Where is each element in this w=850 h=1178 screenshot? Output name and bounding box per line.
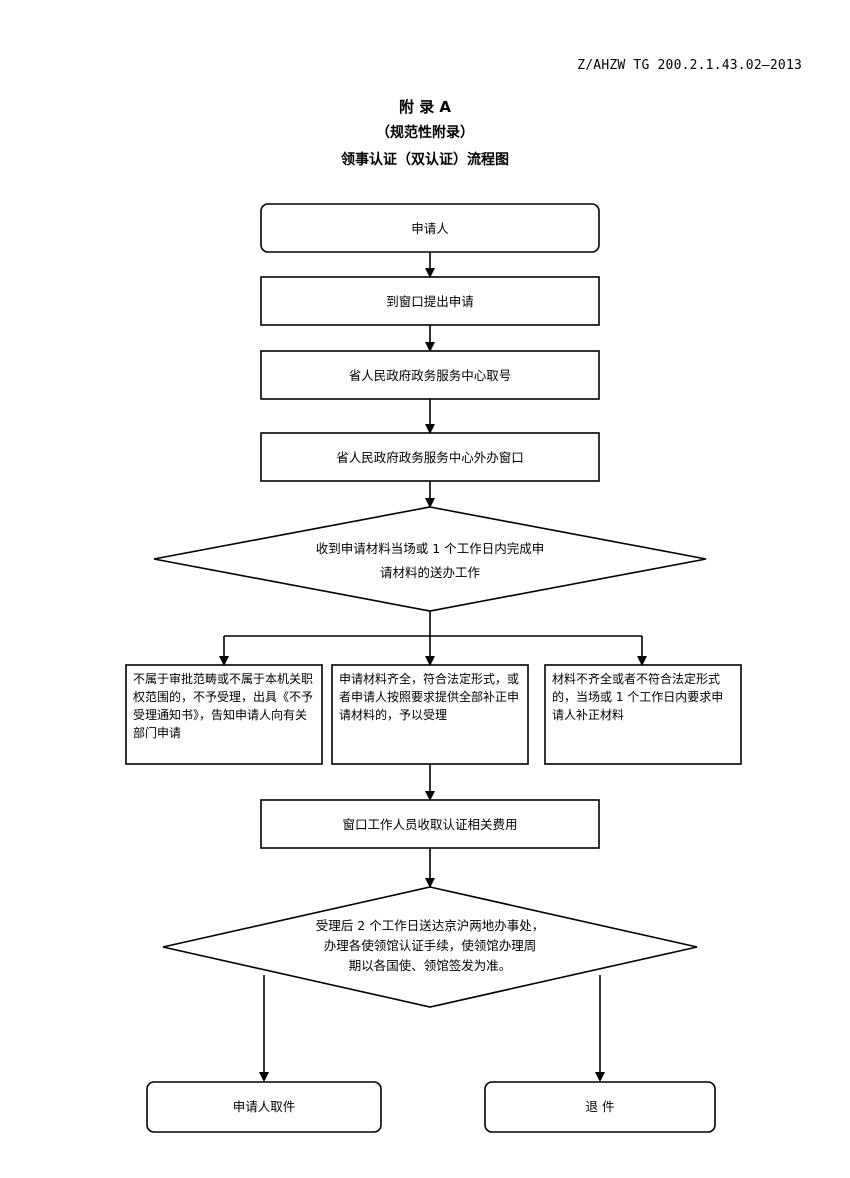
return-label: 退 件 — [586, 1099, 615, 1114]
collect-fee-label: 窗口工作人员收取认证相关费用 — [342, 817, 517, 832]
reject-label: 不属于审批范畴或不属于本机关职权范围的，不予受理，出具《不予受理通知书》，告知申… — [133, 672, 314, 740]
supplement-node — [544, 664, 742, 765]
submit-window-label: 到窗口提出申请 — [386, 294, 474, 309]
return-node — [484, 1081, 716, 1133]
applicant-label: 申请人 — [411, 221, 449, 236]
decision1-line1: 收到申请材料当场或 1 个工作日内完成申 — [316, 541, 544, 556]
flowchart-title: 领事认证（双认证）流程图 — [341, 152, 509, 168]
decision2-line2: 办理各使领馆认证手续，使领馆办理周 — [324, 938, 537, 953]
accept-node — [331, 664, 529, 765]
decision1-line2: 请材料的送办工作 — [380, 565, 481, 580]
normative-label: （规范性附录） — [376, 125, 474, 141]
foreign-window-label: 省人民政府政务服务中心外办窗口 — [336, 450, 524, 465]
pickup-label: 申请人取件 — [233, 1099, 296, 1114]
appendix-heading: 附 录 A — [398, 98, 452, 116]
take-number-label: 省人民政府政务服务中心取号 — [349, 368, 512, 383]
reject-node — [125, 664, 323, 765]
decision2-line1: 受理后 2 个工作日送达京沪两地办事处， — [316, 918, 544, 933]
accept-label: 申请材料齐全，符合法定形式，或者申请人按照要求提供全部补正申请材料的，予以受理 — [339, 672, 520, 722]
submit-window-node — [260, 276, 600, 326]
decision2-line3: 期以各国使、领馆签发为准。 — [349, 958, 512, 973]
foreign-window-node — [260, 432, 600, 482]
supplement-label: 材料不齐全或者不符合法定形式的，当场或 1 个工作日内要求申请人补正材料 — [552, 672, 724, 722]
standard-code: Z/AHZW TG 200.2.1.43.02—2013 — [577, 58, 802, 73]
collect-fee-node — [260, 799, 600, 849]
decision-receive-materials — [153, 506, 707, 612]
decision-consular-processing — [162, 886, 698, 1008]
pickup-node — [146, 1081, 382, 1133]
